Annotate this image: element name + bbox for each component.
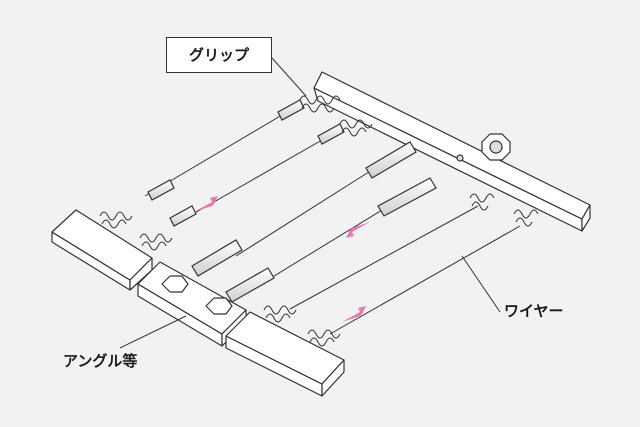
grip-label: グリップ: [166, 37, 272, 73]
wire-label: ワイヤー: [504, 302, 564, 320]
insert-arrows: [194, 196, 370, 322]
angle-bracket-right: [225, 311, 345, 397]
nut-middle-right: [205, 297, 233, 315]
hex-nut: [481, 133, 511, 161]
arrow-left-upper: [194, 196, 218, 212]
angle-label: アングル等: [63, 352, 138, 370]
long-angle-bracket: [313, 71, 591, 232]
angle-bracket-left: [51, 209, 153, 291]
angle-bracket-middle: [137, 261, 247, 347]
leader-lines: [119, 57, 501, 349]
arrow-left-lower: [342, 306, 366, 322]
arrow-right-middle: [346, 222, 370, 238]
nut-middle-left: [161, 275, 189, 293]
grip-sleeves: [147, 99, 437, 303]
coil-springs: [99, 95, 539, 347]
